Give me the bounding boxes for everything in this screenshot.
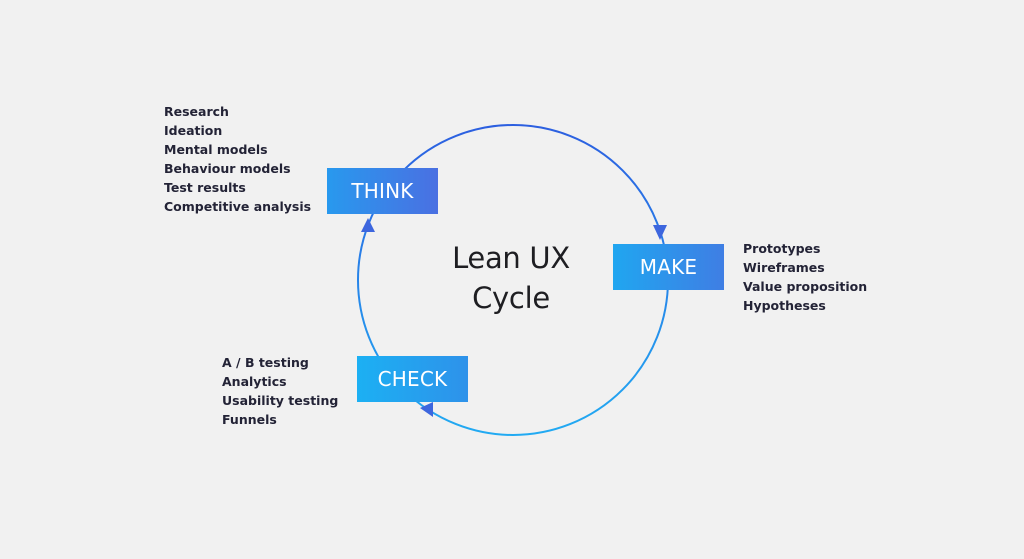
arrow-make-to-check — [420, 402, 433, 417]
check-item: Usability testing — [222, 393, 339, 408]
think-item: Behaviour models — [164, 161, 291, 176]
think-items-list: Research Ideation Mental models Behaviou… — [164, 102, 311, 216]
phase-check-box: CHECK — [357, 356, 468, 402]
make-item: Value proposition — [743, 279, 868, 294]
make-item: Hypotheses — [743, 298, 826, 313]
think-item: Ideation — [164, 123, 223, 138]
phase-check-label: CHECK — [377, 367, 448, 391]
diagram-title-line-2: Cycle — [472, 281, 550, 315]
diagram-title: Lean UX Cycle — [411, 238, 611, 318]
check-items-list: A / B testing Analytics Usability testin… — [222, 353, 338, 429]
make-item: Prototypes — [743, 241, 821, 256]
think-item: Test results — [164, 180, 246, 195]
check-item: Funnels — [222, 412, 277, 427]
phase-think-box: THINK — [327, 168, 438, 214]
arrow-think-to-make — [653, 225, 667, 240]
make-item: Wireframes — [743, 260, 825, 275]
phase-make-box: MAKE — [613, 244, 724, 290]
think-item: Mental models — [164, 142, 268, 157]
check-item: Analytics — [222, 374, 287, 389]
think-item: Competitive analysis — [164, 199, 312, 214]
diagram-title-line-1: Lean UX — [452, 241, 570, 275]
arrow-check-to-think — [361, 218, 375, 232]
phase-think-label: THINK — [351, 179, 414, 203]
phase-make-label: MAKE — [639, 255, 698, 279]
make-items-list: Prototypes Wireframes Value proposition … — [743, 239, 867, 315]
check-item: A / B testing — [222, 355, 309, 370]
think-item: Research — [164, 104, 229, 119]
